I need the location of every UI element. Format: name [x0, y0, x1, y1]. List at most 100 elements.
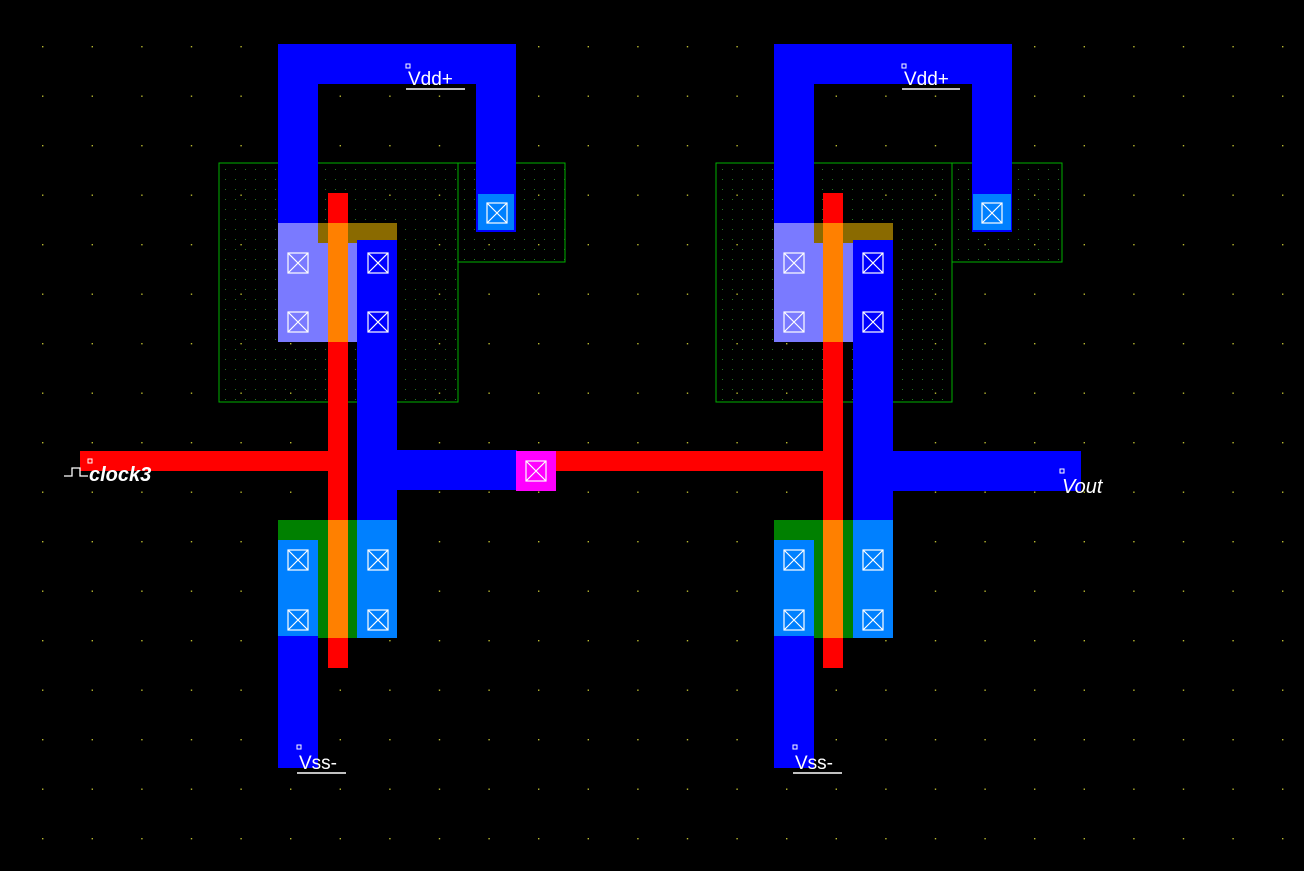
- nwell-dot: [912, 379, 913, 380]
- grid-dot: [141, 194, 143, 196]
- grid-dot: [637, 145, 639, 147]
- drain-metal-left[interactable]: [357, 240, 397, 540]
- nwell-dot: [405, 329, 406, 330]
- pin-marker-icon: [792, 744, 798, 750]
- nwell-dot: [275, 279, 276, 280]
- nwell-dot: [415, 339, 416, 340]
- nwell-dot: [275, 209, 276, 210]
- nwell-dot: [732, 309, 733, 310]
- nmos-diffusion-left[interactable]: [278, 540, 318, 638]
- vss-rail-right[interactable]: [774, 636, 814, 768]
- label-clock3[interactable]: clock3: [64, 458, 151, 486]
- nwell-dot: [554, 189, 555, 190]
- grid-dot: [1282, 293, 1284, 295]
- grid-dot: [538, 788, 540, 790]
- grid-dot: [42, 590, 44, 592]
- nwell-dot: [455, 379, 456, 380]
- output-metal-right[interactable]: [853, 451, 1081, 491]
- nwell-dot: [445, 289, 446, 290]
- clock-input-poly[interactable]: [80, 451, 338, 471]
- nwell-dot: [942, 389, 943, 390]
- contacts: [287, 202, 1003, 631]
- nwell-dot: [245, 289, 246, 290]
- nwell-dot: [225, 359, 226, 360]
- nwell-dot: [912, 219, 913, 220]
- inverter-left[interactable]: [80, 44, 517, 768]
- nwell-dot: [1018, 219, 1019, 220]
- nwell-dot: [872, 199, 873, 200]
- nwell-dot: [922, 279, 923, 280]
- grid-dot: [538, 640, 540, 642]
- grid-dot: [1133, 491, 1135, 493]
- nmos-diffusion-right-2[interactable]: [853, 520, 893, 638]
- interconnect-poly[interactable]: [535, 451, 835, 471]
- grid-dot: [984, 491, 986, 493]
- gate-overlap-n-left: [328, 520, 348, 638]
- nwell-dot: [1018, 209, 1019, 210]
- inverter-right[interactable]: [774, 44, 1081, 768]
- grid-dot: [934, 541, 937, 543]
- nwell-dot: [345, 169, 346, 170]
- nwell-dot: [742, 309, 743, 310]
- nwell-dot: [1058, 199, 1059, 200]
- nwell-dot: [345, 189, 346, 190]
- nwell-dot: [752, 179, 753, 180]
- nwell-dot: [445, 329, 446, 330]
- grid-dot: [934, 442, 937, 444]
- grid-dot: [1182, 293, 1185, 295]
- nwell-dot: [752, 199, 753, 200]
- nwell-dot: [772, 169, 773, 170]
- nwell-dot: [1008, 259, 1009, 260]
- nwell-dot: [474, 169, 475, 170]
- grid-dot: [1182, 392, 1185, 394]
- nwell-dot: [722, 319, 723, 320]
- nwell-dot: [455, 289, 456, 290]
- nwell-dot: [325, 359, 326, 360]
- grid-dot: [1182, 95, 1185, 97]
- grid-dot: [1083, 194, 1085, 196]
- nwell-dot: [932, 289, 933, 290]
- grid-dot: [587, 541, 589, 543]
- output-metal-left[interactable]: [357, 450, 517, 490]
- nwell-dot: [235, 349, 236, 350]
- grid-dot: [637, 392, 639, 394]
- grid-dot: [1182, 244, 1185, 246]
- nwell-dot: [1018, 169, 1019, 170]
- nwell-dot: [922, 299, 923, 300]
- nwell-dot: [762, 349, 763, 350]
- label-vout[interactable]: Vout: [1059, 468, 1104, 498]
- vss-rail-left[interactable]: [278, 636, 318, 768]
- well-contact-right[interactable]: [973, 194, 1011, 230]
- nwell-dot: [474, 219, 475, 220]
- nwell-dot: [225, 289, 226, 290]
- label-vdd-left[interactable]: Vdd+: [405, 63, 465, 90]
- contact-cross-icon: [367, 311, 389, 333]
- nwell-dot: [245, 339, 246, 340]
- nmos-diffusion-right[interactable]: [774, 540, 814, 638]
- drain-metal-right[interactable]: [853, 240, 893, 540]
- grid-dot: [240, 590, 242, 592]
- nwell-dot: [942, 359, 943, 360]
- label-vss-right[interactable]: Vss-: [792, 744, 842, 774]
- nwell-dot: [822, 209, 823, 210]
- nwell-dot: [812, 389, 813, 390]
- nwell-dot: [425, 209, 426, 210]
- nwell-dot: [732, 339, 733, 340]
- label-vss-left[interactable]: Vss-: [296, 744, 346, 774]
- grid-dot: [290, 838, 292, 840]
- nwell-dot: [464, 209, 465, 210]
- nwell-dot: [435, 279, 436, 280]
- nwell-dot: [544, 209, 545, 210]
- nwell-dot: [862, 209, 863, 210]
- nwell-dot: [425, 379, 426, 380]
- label-vdd-right[interactable]: Vdd+: [901, 63, 960, 90]
- grid-dot: [141, 491, 143, 493]
- nwell-dot: [245, 269, 246, 270]
- grid-dot: [91, 590, 93, 592]
- nwell-dot: [1038, 189, 1039, 190]
- nwell-dot: [1048, 249, 1049, 250]
- nwell-dot: [968, 219, 969, 220]
- grid-dot: [1282, 194, 1284, 196]
